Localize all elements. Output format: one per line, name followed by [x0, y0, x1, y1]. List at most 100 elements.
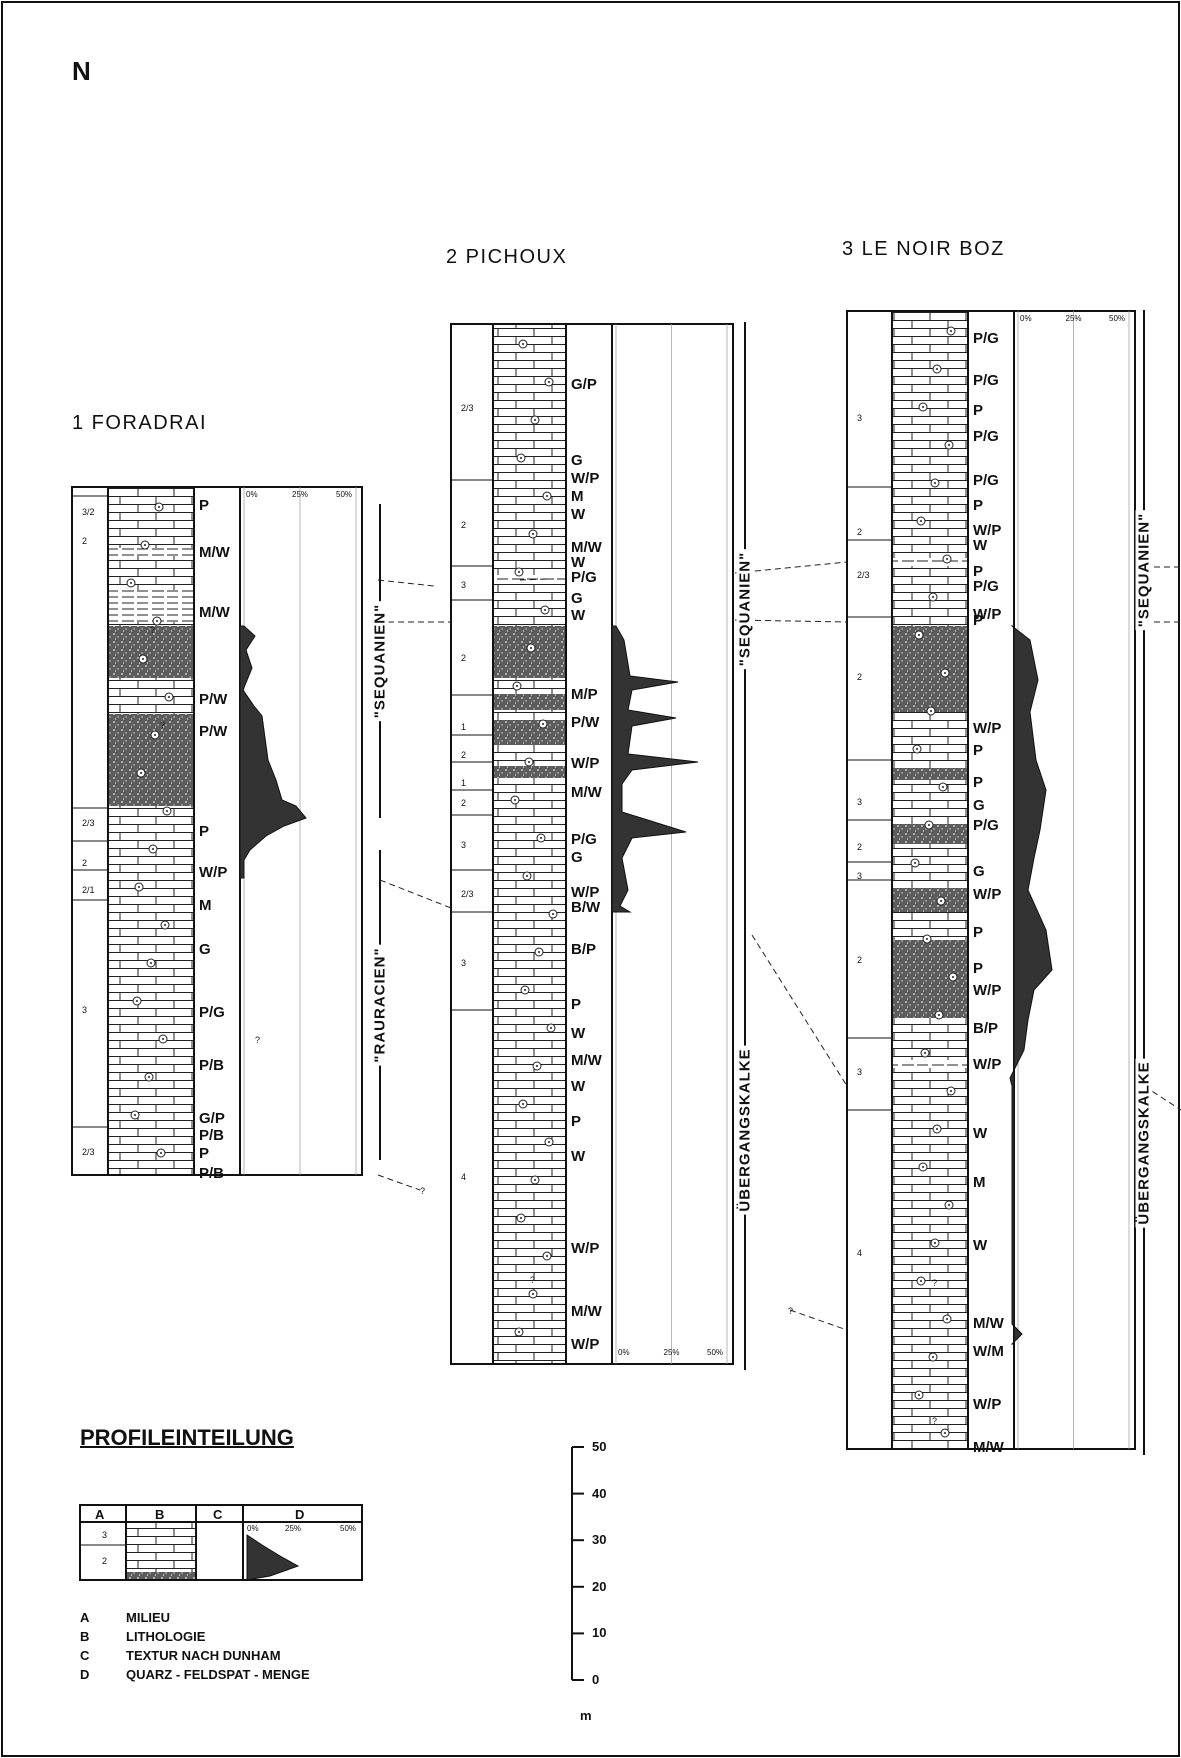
profile-1-drawing — [71, 486, 381, 1176]
texture-label: M/W — [571, 1303, 602, 1320]
oolite-core — [536, 1065, 538, 1067]
oolite-core — [552, 913, 554, 915]
laminated-bed — [892, 558, 968, 566]
oolite-core — [920, 1280, 922, 1282]
oolite-core — [548, 381, 550, 383]
texture-label: P/B — [199, 1127, 225, 1144]
cycle-unit-label: 2 — [461, 750, 467, 760]
cycle-unit-label: 3/2 — [82, 507, 95, 517]
sandy-bed — [108, 714, 194, 806]
percent-label-p2: 50% — [707, 1348, 724, 1357]
texture-label: W/P — [973, 720, 1002, 737]
cycle-unit-label: 3 — [461, 840, 467, 850]
oolite-core — [924, 1052, 926, 1054]
scale-tick-label: 50 — [592, 1439, 607, 1454]
texture-label: P/B — [199, 1165, 225, 1182]
profile-title-1: 1 FORADRAI — [72, 412, 208, 434]
sandy-bed — [892, 824, 968, 844]
texture-label: P/W — [199, 691, 228, 708]
texture-label: B/P — [571, 941, 597, 958]
oolite-core — [540, 837, 542, 839]
oolite-core — [946, 1318, 948, 1320]
legend-item-key: A — [80, 1610, 90, 1625]
oolite-core — [130, 582, 132, 584]
sandy-bed — [493, 720, 566, 745]
oolite-core — [546, 495, 548, 497]
oolite-core — [948, 444, 950, 446]
correlation-line — [519, 578, 549, 581]
stage-label-p1: "SEQUANIEN" — [371, 600, 389, 722]
uncertain-mark: ? — [932, 1278, 938, 1288]
laminated-bed — [108, 548, 194, 556]
laminated-bed — [108, 590, 194, 622]
profile-frame — [450, 323, 734, 1365]
oolite-core — [520, 1217, 522, 1219]
oolite-core — [528, 761, 530, 763]
percent-label-p2: 0% — [618, 1348, 630, 1357]
oolite-core — [158, 506, 160, 508]
texture-label: W — [973, 537, 988, 554]
uncertain-mark: ? — [255, 1035, 261, 1045]
oolite-core — [932, 1356, 934, 1358]
correlation-line — [734, 619, 848, 623]
lithology-column — [892, 311, 968, 1449]
texture-label: M/W — [199, 544, 230, 561]
correlation-line — [377, 579, 435, 587]
sandy-bed — [493, 694, 566, 710]
oolite-core — [944, 672, 946, 674]
oolite-core — [150, 962, 152, 964]
scale-bar — [571, 1446, 584, 1681]
texture-label: G — [571, 849, 583, 866]
oolite-core — [140, 772, 142, 774]
texture-label: P — [973, 960, 984, 977]
oolite-core — [922, 1166, 924, 1168]
oolite-core — [534, 419, 536, 421]
legend-title: PROFILEINTEILUNG — [80, 1425, 294, 1450]
texture-label: W — [973, 1237, 988, 1254]
uncertain-mark: ? — [932, 1416, 938, 1426]
oolite-core — [520, 457, 522, 459]
correlation-line — [377, 1174, 421, 1191]
texture-label: P/G — [973, 578, 999, 595]
cycle-unit-label: 2 — [82, 858, 88, 868]
stage-label-p2: ÜBERGANGSKALKE — [736, 1045, 754, 1215]
cycle-unit-label: 3 — [82, 1005, 88, 1015]
correlation-line — [789, 1309, 848, 1331]
cycle-unit-label: 3 — [461, 580, 467, 590]
oolite-core — [138, 886, 140, 888]
correlation-question-mark: ? — [788, 1306, 794, 1316]
texture-label: W/P — [973, 886, 1002, 903]
correlation-line — [1143, 1085, 1181, 1111]
oolite-core — [922, 406, 924, 408]
oolite-core — [950, 330, 952, 332]
cycle-unit-label: 2 — [857, 842, 863, 852]
texture-label: P — [973, 497, 984, 514]
oolite-core — [936, 1128, 938, 1130]
texture-label: B/W — [571, 899, 601, 916]
percent-label-p3: 50% — [1109, 314, 1126, 323]
percent-label-p2: 25% — [663, 1348, 680, 1357]
oolite-core — [928, 824, 930, 826]
texture-label: M — [571, 488, 584, 505]
texture-label: G/P — [199, 1110, 225, 1127]
cycle-unit-label: 3 — [857, 871, 863, 881]
cycle-unit-label: 2 — [82, 536, 88, 546]
texture-label: W/M — [973, 1343, 1004, 1360]
profile-2-drawing — [450, 322, 746, 1370]
oolite-core — [154, 734, 156, 736]
oolite-core — [546, 1255, 548, 1257]
texture-label: W/P — [571, 755, 600, 772]
oolite-core — [522, 343, 524, 345]
texture-label: W/P — [973, 522, 1002, 539]
texture-label: P/W — [571, 714, 600, 731]
legend-item-label: QUARZ - FELDSPAT - MENGE — [126, 1667, 310, 1682]
texture-label: P — [973, 774, 984, 791]
legend-item-key: C — [80, 1648, 90, 1663]
texture-label: W/P — [199, 864, 228, 881]
oolite-core — [918, 1394, 920, 1396]
percent-label-p1: 0% — [246, 490, 258, 499]
scale-tick-label: 30 — [592, 1532, 607, 1548]
cycle-unit-label: 3 — [857, 797, 863, 807]
texture-label: P — [199, 497, 210, 514]
quartz-feldspat-curve — [239, 625, 307, 879]
